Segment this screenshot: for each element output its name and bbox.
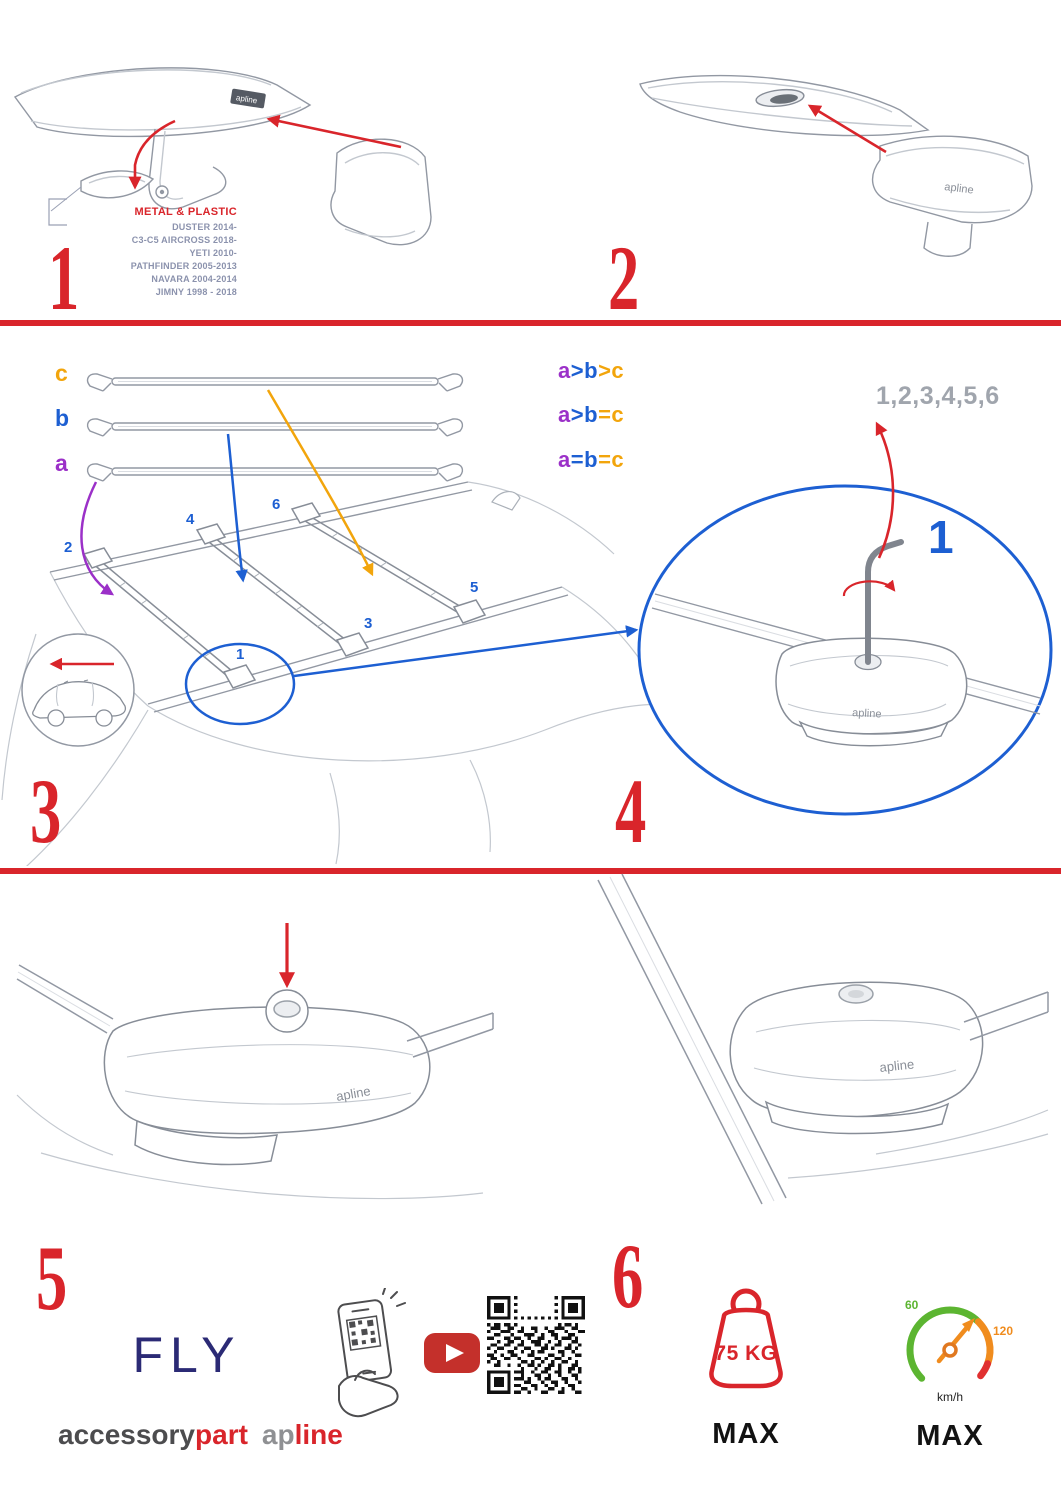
speed-label-120: 120: [993, 1324, 1014, 1338]
crossbars-stack: [86, 373, 464, 482]
leader-bracket: [48, 198, 67, 226]
panel6-finished-clamp-illustration: apline: [597, 873, 1049, 1205]
current-step-number: 1: [928, 511, 954, 563]
car-direction-inset: [21, 633, 135, 747]
material-note: METAL & PLASTIC: [134, 206, 237, 218]
panel1-clamp-exploded-illustration: apline: [13, 67, 432, 246]
bar-label-b: b: [55, 405, 70, 431]
model-line-5: NAVARA 2004-2014: [151, 274, 237, 285]
phone-scan-icon: [337, 1288, 406, 1418]
brand-part: part: [195, 1419, 248, 1450]
arrow-c-to-rear-bar: [266, 389, 374, 577]
vehicle-compatibility: METAL & PLASTIC DUSTER 2014- C3-C5 AIRCR…: [85, 206, 237, 299]
brand-ap: ap: [261, 1419, 295, 1450]
step-3-number: 3: [30, 760, 61, 862]
arrow-b-to-middle-bar: [226, 433, 248, 583]
step-5-number: 5: [36, 1227, 67, 1329]
bar-label-a: a: [55, 450, 68, 476]
zoom-link-arrow: [293, 625, 639, 678]
brand-accessory: accessory: [58, 1419, 196, 1450]
qr-code: [487, 1296, 585, 1394]
speed-max-label: MAX: [916, 1420, 984, 1452]
section-divider-1: [0, 320, 1061, 326]
product-logo-text: apline: [852, 707, 882, 721]
speed-label-60: 60: [905, 1298, 919, 1312]
step-2-number: 2: [608, 227, 639, 329]
product-logo-text: apline: [235, 93, 258, 105]
first-clamp-highlight-circle: [184, 642, 296, 726]
position-1: 1: [236, 646, 245, 663]
panel4-zoom-detail: apline: [637, 421, 1053, 816]
red-arrow-cap-to-slot: [807, 104, 887, 154]
product-logo-plate: apline: [230, 88, 266, 109]
position-4: 4: [186, 511, 195, 528]
step-4-number: 4: [615, 760, 646, 862]
allen-key: [865, 539, 904, 665]
weight-max-label: MAX: [712, 1418, 780, 1450]
arrow-to-sequence: [875, 421, 895, 559]
product-logo-text: apline: [944, 181, 975, 196]
position-5: 5: [470, 579, 479, 596]
red-arrow-cover-to-bar: [266, 114, 402, 149]
rotation-arrow: [842, 579, 896, 597]
size-relation-2: a>b=c: [558, 402, 625, 427]
panel2-endcap-illustration: apline: [639, 74, 1033, 257]
speedometer-icon: [906, 1306, 994, 1382]
model-line-2: C3-C5 AIRCROSS 2018-: [131, 235, 237, 246]
weight-limit-icon: [709, 1288, 783, 1389]
arrow-a-to-front-bar: [80, 481, 115, 596]
section-divider-2: [0, 868, 1061, 874]
mounted-crossbars: [82, 502, 487, 689]
model-line-6: JIMNY 1998 - 2018: [155, 287, 237, 298]
model-line-3: YETI 2010-: [189, 248, 237, 259]
step-6-number: 6: [612, 1225, 643, 1327]
position-3: 3: [364, 615, 373, 632]
bar-label-c: c: [55, 360, 68, 386]
brand-line: line: [294, 1419, 343, 1450]
red-arrow-clamp-path: [128, 119, 176, 190]
position-2: 2: [64, 539, 73, 556]
step-1-number: 1: [48, 227, 79, 329]
brand-fly: FLY: [132, 1327, 242, 1383]
panel3-assembly-diagram: apline: [1, 373, 1053, 866]
model-line-1: DUSTER 2014-: [172, 222, 237, 232]
panel5-knob-illustration: apline: [16, 923, 494, 1200]
product-logo-text: apline: [879, 1056, 915, 1075]
position-6: 6: [272, 496, 281, 513]
weight-limit-value: 75 KG: [714, 1342, 778, 1365]
youtube-icon: [424, 1333, 480, 1373]
size-relation-3: a=b=c: [558, 447, 625, 472]
model-line-4: PATHFINDER 2005-2013: [130, 261, 237, 272]
speedometer-needle: [936, 1322, 972, 1364]
product-logo-text: apline: [335, 1083, 372, 1104]
speed-unit-label: km/h: [936, 1390, 963, 1404]
size-relation-1: a>b>c: [558, 358, 625, 383]
tightening-sequence: 1,2,3,4,5,6: [876, 382, 1000, 410]
